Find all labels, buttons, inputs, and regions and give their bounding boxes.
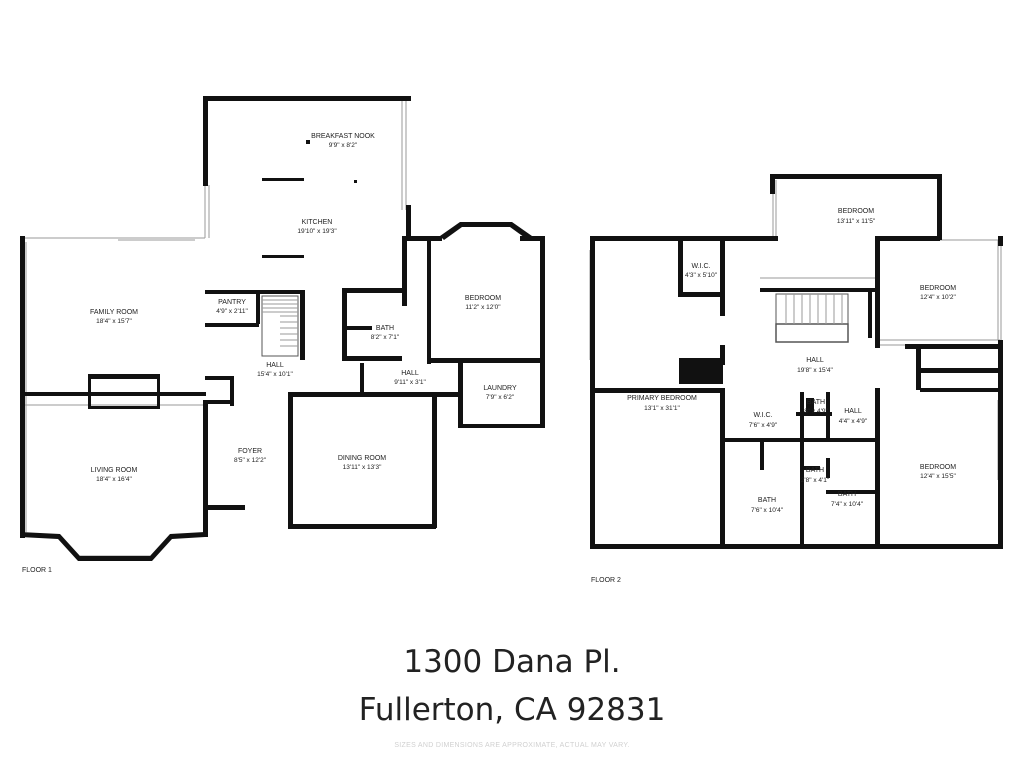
room-name-living-room: LIVING ROOM xyxy=(91,467,138,474)
room-name-hall-main: HALL xyxy=(266,362,284,369)
floor-2-plan: BEDROOM 13'11" x 11'5" W.I.C. 4'3" x 5'1… xyxy=(589,174,1003,584)
room-name-pantry: PANTRY xyxy=(218,299,246,306)
room-name-hall-small-f2: HALL xyxy=(844,408,862,415)
floor-2-walls xyxy=(590,174,1003,549)
room-dims-bath-left: 7'6" x 10'4" xyxy=(751,507,784,514)
room-name-hall-small: HALL xyxy=(401,370,419,377)
room-name-bath-right: BATH xyxy=(838,491,856,498)
floor-1-plan: BREAKFAST NOOK 9'9" x 8'2" KITCHEN 19'10… xyxy=(20,96,545,574)
room-dims-bedroom-bottom: 12'4" x 15'5" xyxy=(920,473,956,480)
room-name-bedroom-top: BEDROOM xyxy=(838,208,874,215)
room-dims-wic: 7'6" x 4'9" xyxy=(749,422,778,429)
room-dims-foyer: 8'5" x 12'2" xyxy=(234,457,267,464)
room-dims-hall: 19'8" x 15'4" xyxy=(797,367,833,374)
room-dims-bedroom-right: 12'4" x 10'2" xyxy=(920,294,956,301)
floor-1-label: FLOOR 1 xyxy=(22,567,52,574)
room-name-bath: BATH xyxy=(376,325,394,332)
room-name-hall: HALL xyxy=(806,357,824,364)
room-name-kitchen: KITCHEN xyxy=(302,219,333,226)
floor-1-stairs xyxy=(261,295,299,357)
room-dims-breakfast-nook: 9'9" x 8'2" xyxy=(329,142,358,149)
room-dims-bedroom: 11'2" x 12'0" xyxy=(465,304,501,311)
room-name-bath-left: BATH xyxy=(758,497,776,504)
room-name-wic-top: W.I.C. xyxy=(691,263,710,270)
room-name-bedroom-bottom: BEDROOM xyxy=(920,464,956,471)
floor-2-stairs xyxy=(775,293,849,343)
room-dims-bath-small: 8" x 4'9" xyxy=(804,408,828,415)
room-dims-kitchen: 19'10" x 19'3" xyxy=(297,228,337,235)
floor-1-walls xyxy=(20,96,545,561)
room-name-bath-mid: BATH xyxy=(806,467,824,474)
room-dims-wic-top: 4'3" x 5'10" xyxy=(685,272,718,279)
room-name-primary-bedroom: PRIMARY BEDROOM xyxy=(627,395,697,402)
address-line-2: Fullerton, CA 92831 xyxy=(358,692,666,728)
room-name-foyer: FOYER xyxy=(238,448,262,455)
room-dims-laundry: 7'9" x 6'2" xyxy=(486,394,515,401)
room-name-bedroom: BEDROOM xyxy=(465,295,501,302)
room-dims-dining-room: 13'11" x 13'3" xyxy=(343,464,382,471)
room-name-family-room: FAMILY ROOM xyxy=(90,309,138,316)
room-name-laundry: LAUNDRY xyxy=(483,385,517,392)
room-dims-bath: 8'2" x 7'1" xyxy=(371,334,400,341)
room-dims-bedroom-top: 13'11" x 11'5" xyxy=(837,218,876,225)
room-dims-hall-small: 9'11" x 3'1" xyxy=(394,379,426,386)
room-dims-hall-small-f2: 4'4" x 4'9" xyxy=(839,418,868,425)
room-dims-bath-mid: 2'8" x 4'1" xyxy=(801,477,830,484)
room-dims-family-room: 18'4" x 15'7" xyxy=(96,318,132,325)
room-dims-pantry: 4'9" x 2'11" xyxy=(216,308,248,315)
room-dims-living-room: 18'4" x 16'4" xyxy=(96,476,132,483)
room-dims-primary-bedroom: 13'1" x 31'1" xyxy=(644,405,680,412)
room-dims-hall-main: 15'4" x 10'1" xyxy=(257,371,293,378)
room-name-wic: W.I.C. xyxy=(753,412,772,419)
dimension-disclaimer: SIZES AND DIMENSIONS ARE APPROXIMATE, AC… xyxy=(394,742,630,749)
room-name-breakfast-nook: BREAKFAST NOOK xyxy=(311,133,375,140)
room-dims-bath-right: 7'4" x 10'4" xyxy=(831,501,864,508)
room-name-bath-small: BATH xyxy=(807,399,825,406)
address-line-1: 1300 Dana Pl. xyxy=(403,644,621,680)
floor-2-label: FLOOR 2 xyxy=(591,577,621,584)
room-name-bedroom-right: BEDROOM xyxy=(920,285,956,292)
room-name-dining-room: DINING ROOM xyxy=(338,455,386,462)
